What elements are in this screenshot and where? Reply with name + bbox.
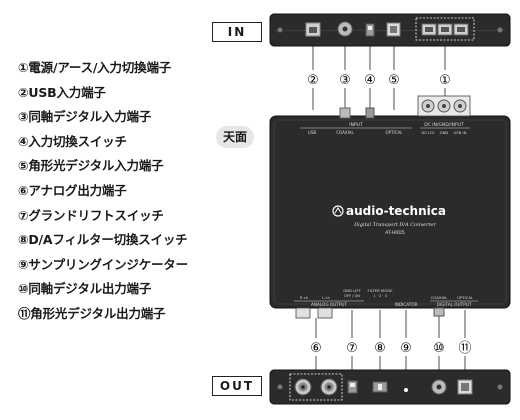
gnd-lift-sub: OFF / ON: [344, 294, 360, 298]
input-group-label: INPUT: [349, 122, 363, 128]
callout-6: ⑥: [310, 341, 322, 356]
callout-11: ⑪: [458, 341, 471, 356]
analog-lch-label: L ch: [322, 295, 330, 300]
legend-item: ⑩同軸デジタル出力端子: [18, 281, 152, 297]
bottom-callout-lines: [315, 310, 466, 370]
legend-item: ⑨サンプリングインジケーター: [18, 256, 188, 272]
dc-input-terminals: [421, 23, 469, 36]
model-line: Digital Transport D/A Converter: [353, 222, 436, 228]
digital-coax-label: COAXIAL: [431, 295, 448, 300]
legend-item: ②USB入力端子: [18, 84, 106, 100]
callout-5: ⑤: [388, 73, 400, 88]
in-panel-label: IN: [212, 22, 262, 42]
analog-rch-label: R ch: [300, 295, 309, 300]
callout-9: ⑨: [400, 341, 412, 356]
legend-item: ⑦グランドリフトスイッチ: [18, 207, 164, 223]
filter-mode-label: FILTER MODE: [367, 288, 393, 293]
dc-sub-3: USB IN: [454, 130, 467, 135]
legend-item: ⑥アナログ出力端子: [18, 182, 127, 198]
dc-sub-1: DC12V: [421, 130, 434, 135]
input-optical-label: OPTICAL: [386, 130, 404, 135]
callout-4: ④: [364, 73, 376, 88]
out-panel: [269, 369, 511, 405]
analog-output-jacks: [294, 378, 338, 396]
legend-list: ①電源/アース/入力切換端子 ②USB入力端子 ③同軸デジタル入力端子 ④入力切…: [18, 56, 228, 327]
legend-item: ⑧D/Aフィルター切換スイッチ: [18, 232, 188, 248]
callout-1: ①: [439, 73, 451, 88]
callout-7: ⑦: [346, 341, 358, 356]
legend-item: ⑤角形光デジタル入力端子: [18, 158, 164, 174]
digital-optical-label: OPTICAL: [457, 295, 474, 300]
device-top-view: INPUT USB COAXIAL OPTICAL DC IN/GND/INPU…: [269, 95, 511, 319]
legend-item: ①電源/アース/入力切換端子: [18, 60, 172, 75]
dc-sub-2: GND: [440, 130, 449, 135]
sampling-indicator-led: [404, 388, 408, 392]
input-usb-label: USB: [308, 130, 316, 135]
out-panel-label: OUT: [212, 376, 262, 396]
top-callout-lines: [312, 46, 446, 110]
gnd-lift-label: GND LIFT: [343, 288, 361, 293]
brand-logo: audio-technica: [346, 204, 446, 218]
in-panel: [269, 13, 511, 47]
top-view-badge: 天面: [216, 126, 254, 148]
filter-mode-sub: 1 · 2 · 3: [373, 294, 387, 298]
input-coaxial-label: COAXIAL: [336, 130, 354, 135]
legend-item: ④入力切換スイッチ: [18, 133, 127, 149]
callout-8: ⑧: [374, 341, 386, 356]
dc-group-label: DC IN/GND/INPUT: [424, 122, 464, 128]
callout-3: ③: [339, 73, 351, 88]
analog-group-label: ANALOG OUTPUT: [311, 302, 347, 307]
legend-item: ③同軸デジタル入力端子: [18, 109, 152, 125]
indicator-label: INDICATOR: [394, 302, 417, 307]
callout-10: ⑩: [433, 341, 445, 356]
legend-item: ⑪角形光デジタル出力端子: [18, 305, 166, 321]
model-number: AT-HRD5: [385, 230, 405, 236]
callout-2: ②: [307, 73, 319, 88]
digital-group-label: DIGITAL OUTPUT: [437, 302, 472, 307]
